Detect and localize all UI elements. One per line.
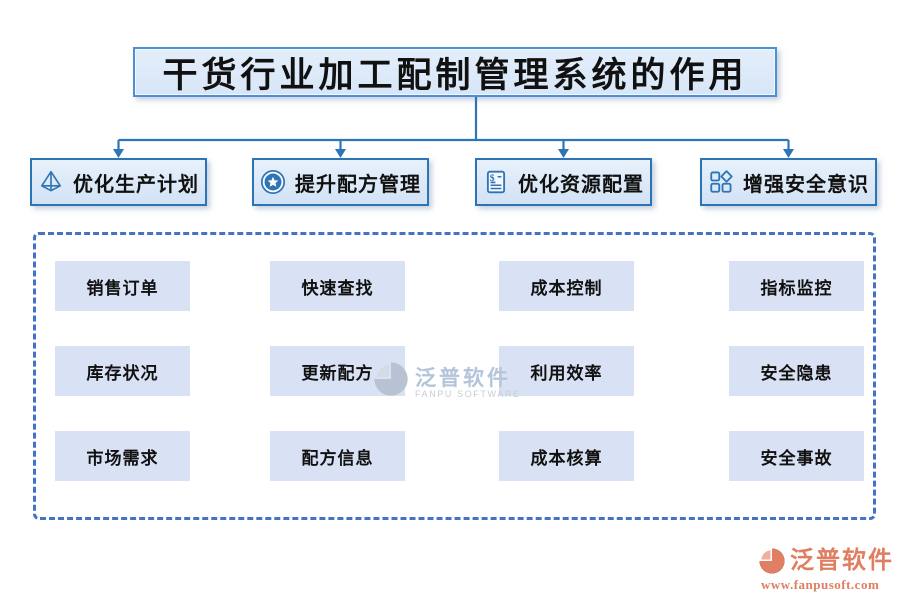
footer-logo-text: 泛普软件 <box>790 548 894 574</box>
category-box-improve-formula-management: 提升配方管理 <box>252 158 429 206</box>
grid-item-market-demand: 市场需求 <box>55 431 190 481</box>
grid-item-formula-info: 配方信息 <box>270 431 405 481</box>
grid-item-utilization-efficiency: 利用效率 <box>499 346 634 396</box>
category-box-optimize-resource-allocation: $ 优化资源配置 <box>475 158 652 206</box>
fanpu-logo-icon <box>759 548 785 574</box>
category-label: 优化生产计划 <box>73 173 199 196</box>
grid-item-safety-hazards: 安全隐患 <box>729 346 864 396</box>
svg-text:$: $ <box>490 173 495 184</box>
grid-item-update-formula: 更新配方 <box>270 346 405 396</box>
pyramid-icon <box>38 169 64 195</box>
grid-diamond-icon <box>708 169 734 195</box>
grid-item-cost-accounting: 成本核算 <box>499 431 634 481</box>
category-label: 优化资源配置 <box>518 173 644 196</box>
diagram-title: 干货行业加工配制管理系统的作用 <box>133 47 777 97</box>
detail-panel <box>33 232 876 520</box>
grid-item-inventory-status: 库存状况 <box>55 346 190 396</box>
grid-item-quick-search: 快速查找 <box>270 261 405 311</box>
category-label: 增强安全意识 <box>743 173 869 196</box>
category-box-optimize-production-planning: 优化生产计划 <box>30 158 207 206</box>
grid-item-sales-orders: 销售订单 <box>55 261 190 311</box>
invoice-icon: $ <box>483 169 509 195</box>
category-box-enhance-safety-awareness: 增强安全意识 <box>700 158 877 206</box>
grid-item-cost-control: 成本控制 <box>499 261 634 311</box>
grid-item-indicator-monitoring: 指标监控 <box>729 261 864 311</box>
category-label: 提升配方管理 <box>295 173 421 196</box>
badge-star-icon <box>260 169 286 195</box>
footer-logo-url: www.fanpusoft.com <box>761 577 880 592</box>
grid-item-safety-accidents: 安全事故 <box>729 431 864 481</box>
fanpu-footer-logo: 泛普软件 www.fanpusoft.com <box>757 546 894 593</box>
